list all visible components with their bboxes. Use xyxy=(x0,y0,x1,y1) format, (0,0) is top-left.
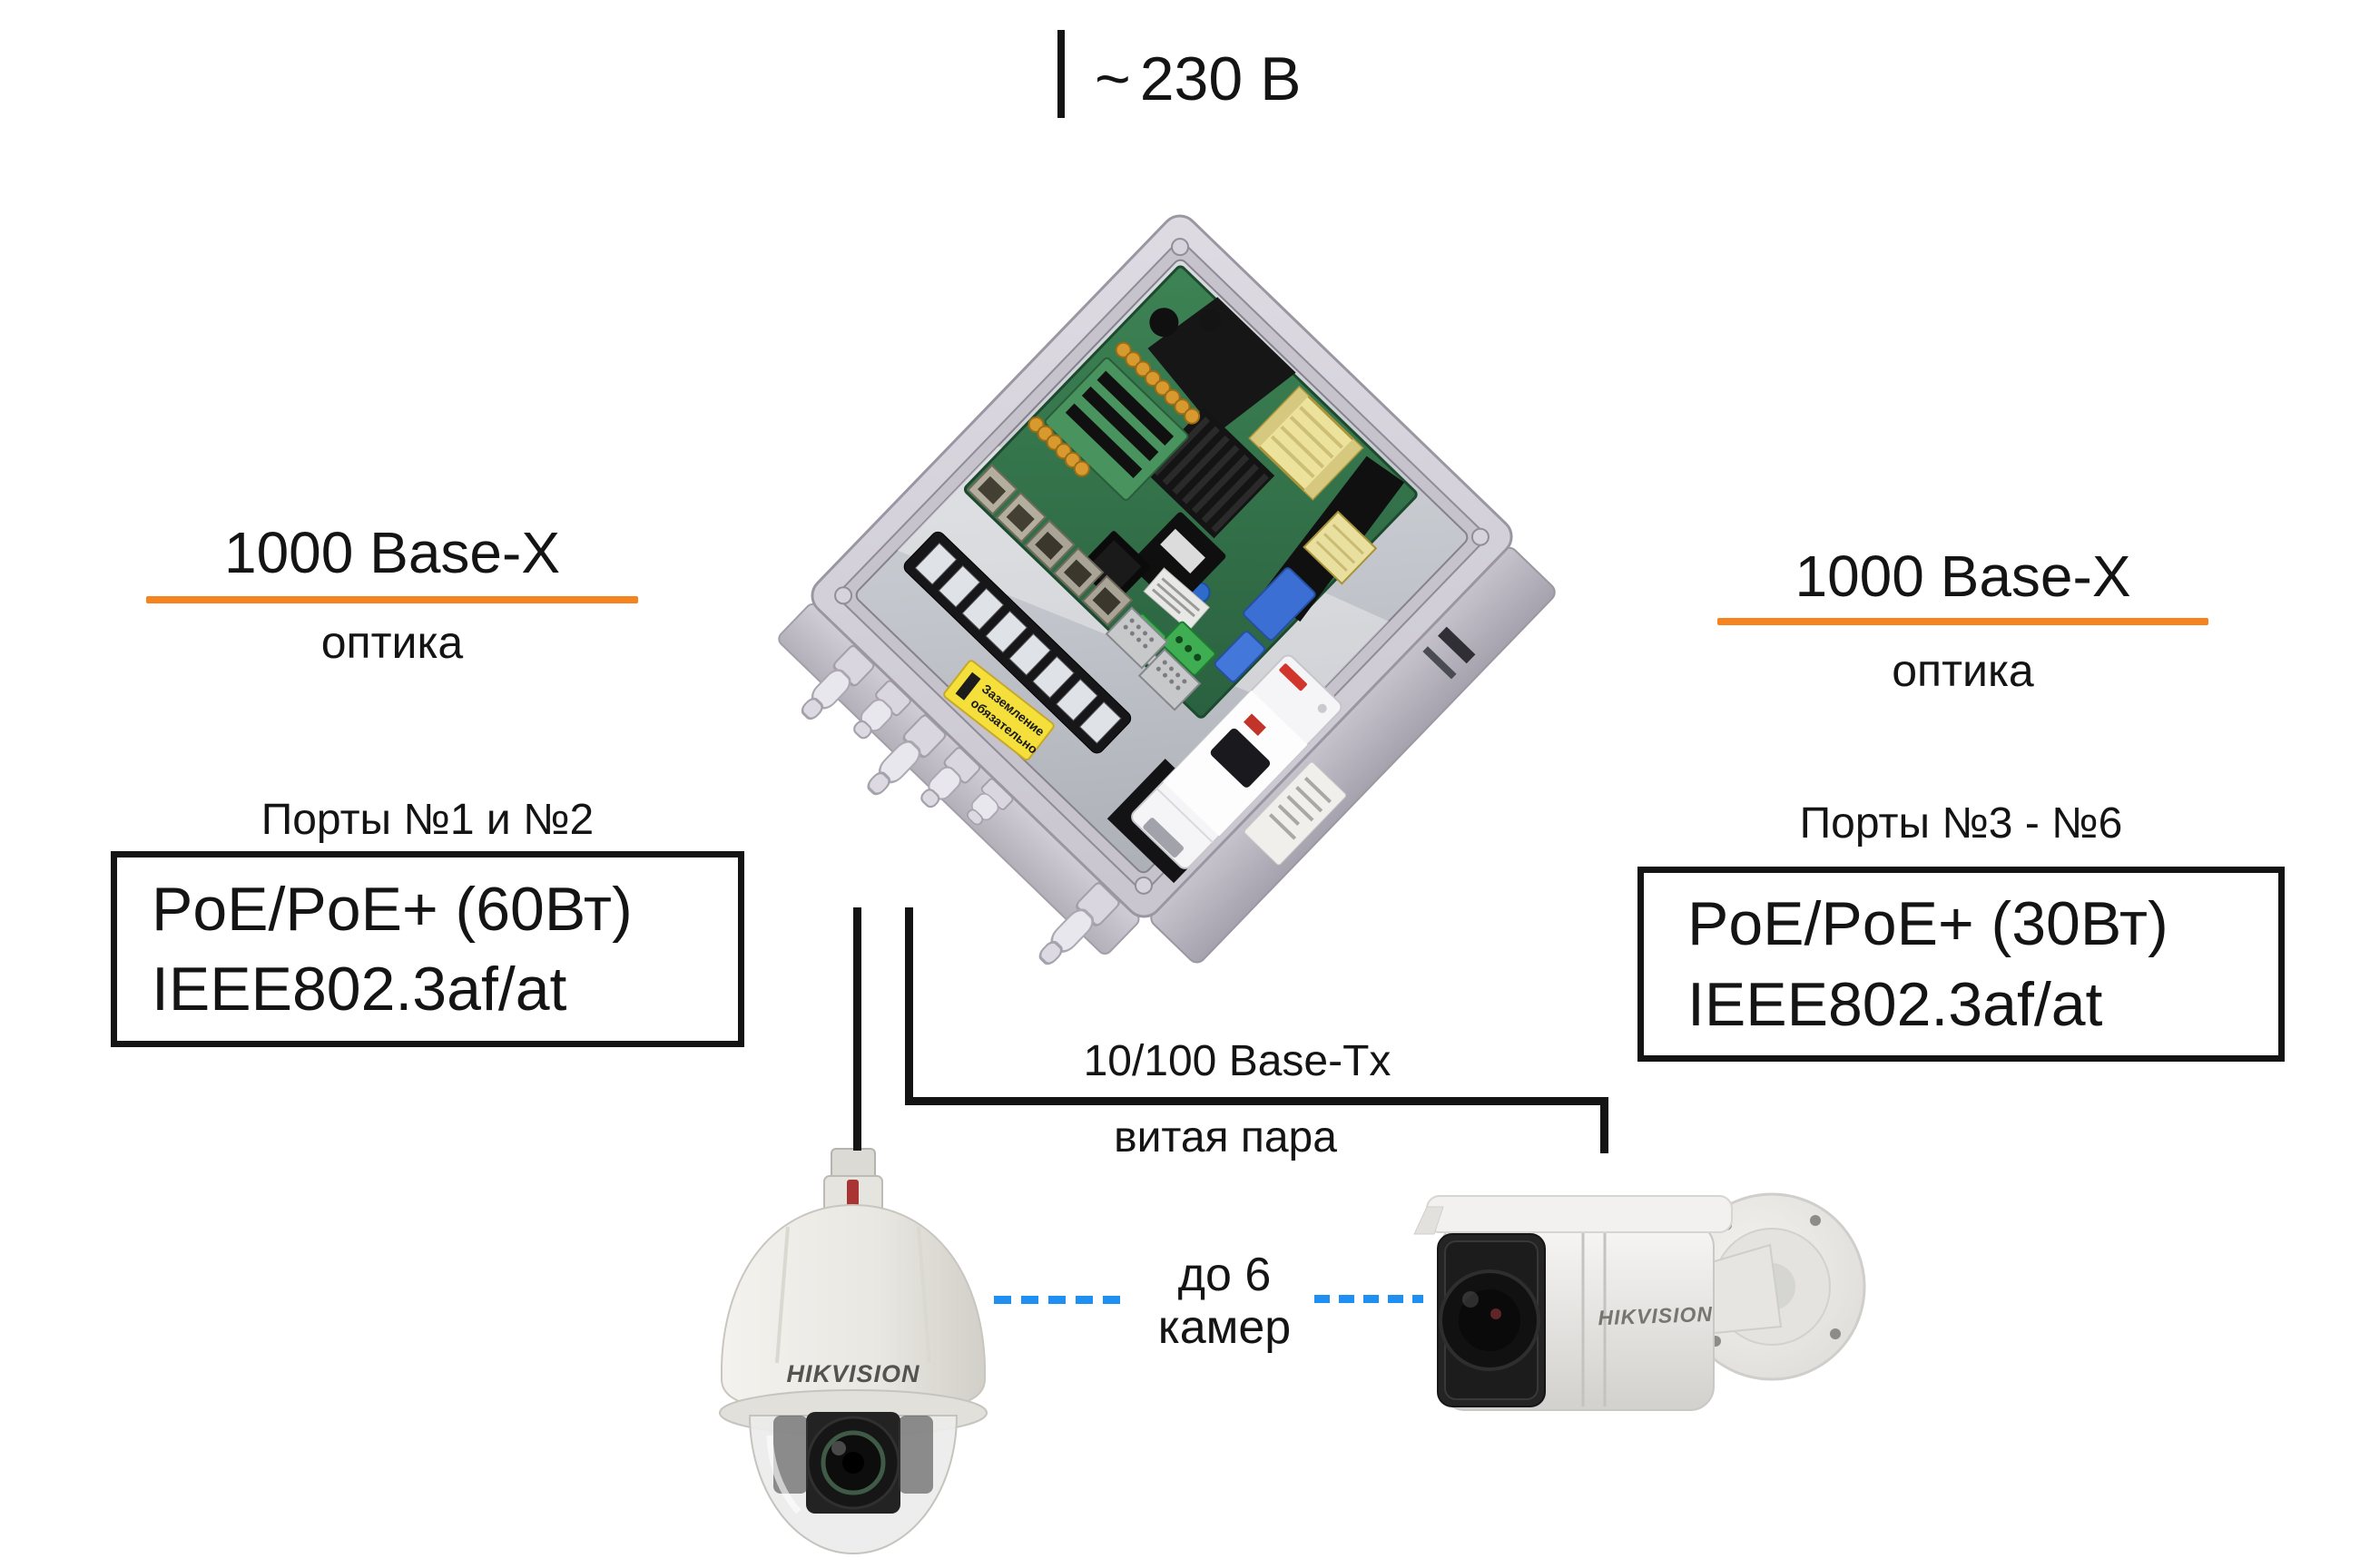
housing-creases xyxy=(775,1226,931,1364)
ac-symbol: ~ xyxy=(1095,44,1131,113)
capacitor-black2 xyxy=(1199,309,1222,331)
glass-highlight xyxy=(766,1435,801,1514)
relay-blue xyxy=(1243,567,1316,642)
cameras-note-line2: камер xyxy=(1157,1301,1292,1355)
ports-left-heading: Порты №1 и №2 xyxy=(261,796,595,844)
dome-camera-indicator xyxy=(847,1180,859,1209)
ports-right-line2: IEEE802.3af/at xyxy=(1687,969,2103,1039)
dome-camera-brand: HIKVISION xyxy=(786,1360,919,1387)
switch-wall-mark2 xyxy=(1422,646,1457,680)
lens-glint-red xyxy=(1490,1308,1501,1319)
port-bracket xyxy=(903,531,1132,754)
camera-dash-right xyxy=(1314,1295,1423,1303)
switch-side-label xyxy=(1244,761,1347,866)
rj45-ports xyxy=(966,464,1134,627)
sfp-cages xyxy=(1105,606,1202,711)
transformer-coil-small xyxy=(1303,510,1378,585)
power-voltage: 230 В xyxy=(1139,44,1302,113)
downlink-line-dome xyxy=(853,907,861,1151)
cable-glands xyxy=(801,644,1121,965)
dome-camera-glass xyxy=(748,1412,959,1554)
power-line xyxy=(1057,30,1065,118)
fiber-right-underline xyxy=(1717,618,2208,625)
dome-camera: HIKVISION xyxy=(719,1148,988,1554)
poe-switch-unit: Заземление обязательно xyxy=(778,214,1556,965)
downlink-line-bullet xyxy=(1600,1097,1608,1153)
power-label: ~ 230 В xyxy=(1095,44,1301,114)
breaker-toggle xyxy=(1210,728,1271,788)
ports-left-line1: PoE/PoE+ (60Вт) xyxy=(152,874,633,944)
corner-posts xyxy=(834,238,1490,895)
downlink-line-vertical xyxy=(905,907,913,1105)
fiber-left-title: 1000 Base-X xyxy=(223,520,561,585)
switch-wall-mark xyxy=(1438,626,1476,664)
side-label-text-lines xyxy=(1268,777,1332,840)
cameras-note: до 6 камер xyxy=(1128,1249,1321,1354)
body-seams xyxy=(1581,1227,1607,1406)
transformer-coil xyxy=(1248,385,1364,501)
downlink-title: 10/100 Base-Tx xyxy=(1083,1037,1391,1085)
bullet-lens-block xyxy=(1437,1233,1546,1407)
fiber-left-subtitle: оптика xyxy=(320,617,464,668)
info-sticker xyxy=(1143,567,1210,632)
downlink-line-horizontal xyxy=(905,1097,1608,1105)
daughter-board xyxy=(1044,357,1189,501)
breaker-indicator xyxy=(1243,713,1266,736)
fiber-right-title: 1000 Base-X xyxy=(1795,544,2131,609)
bullet-camera-brand: HIKVISION xyxy=(1598,1302,1713,1329)
circuit-breaker xyxy=(1131,654,1342,869)
ground-symbol xyxy=(955,671,981,701)
fiber-left-underline xyxy=(146,596,638,603)
ports-right-line1: PoE/PoE+ (30Вт) xyxy=(1687,889,2168,959)
downlink-subtitle: витая пара xyxy=(1114,1113,1337,1161)
ports-left-box: PoE/PoE+ (60Вт) IEEE802.3af/at xyxy=(111,851,744,1047)
cameras-note-line1: до 6 xyxy=(1177,1249,1272,1301)
ports-right-box: PoE/PoE+ (30Вт) IEEE802.3af/at xyxy=(1637,867,2285,1062)
capacitors-orange xyxy=(1028,341,1201,477)
bullet-camera: HIKVISION xyxy=(1413,1192,1866,1411)
fiber-right-subtitle: оптика xyxy=(1892,645,2034,696)
ports-right-heading: Порты №3 - №6 xyxy=(1799,799,2123,848)
camera-dash-left xyxy=(994,1296,1126,1304)
ports-left-line2: IEEE802.3af/at xyxy=(152,955,567,1024)
sun-shield xyxy=(1413,1195,1733,1235)
capacitor-black xyxy=(1149,308,1179,338)
psu-cover xyxy=(1147,297,1296,434)
cpu-chip xyxy=(1077,531,1151,603)
relay-blue2 xyxy=(1214,631,1266,683)
